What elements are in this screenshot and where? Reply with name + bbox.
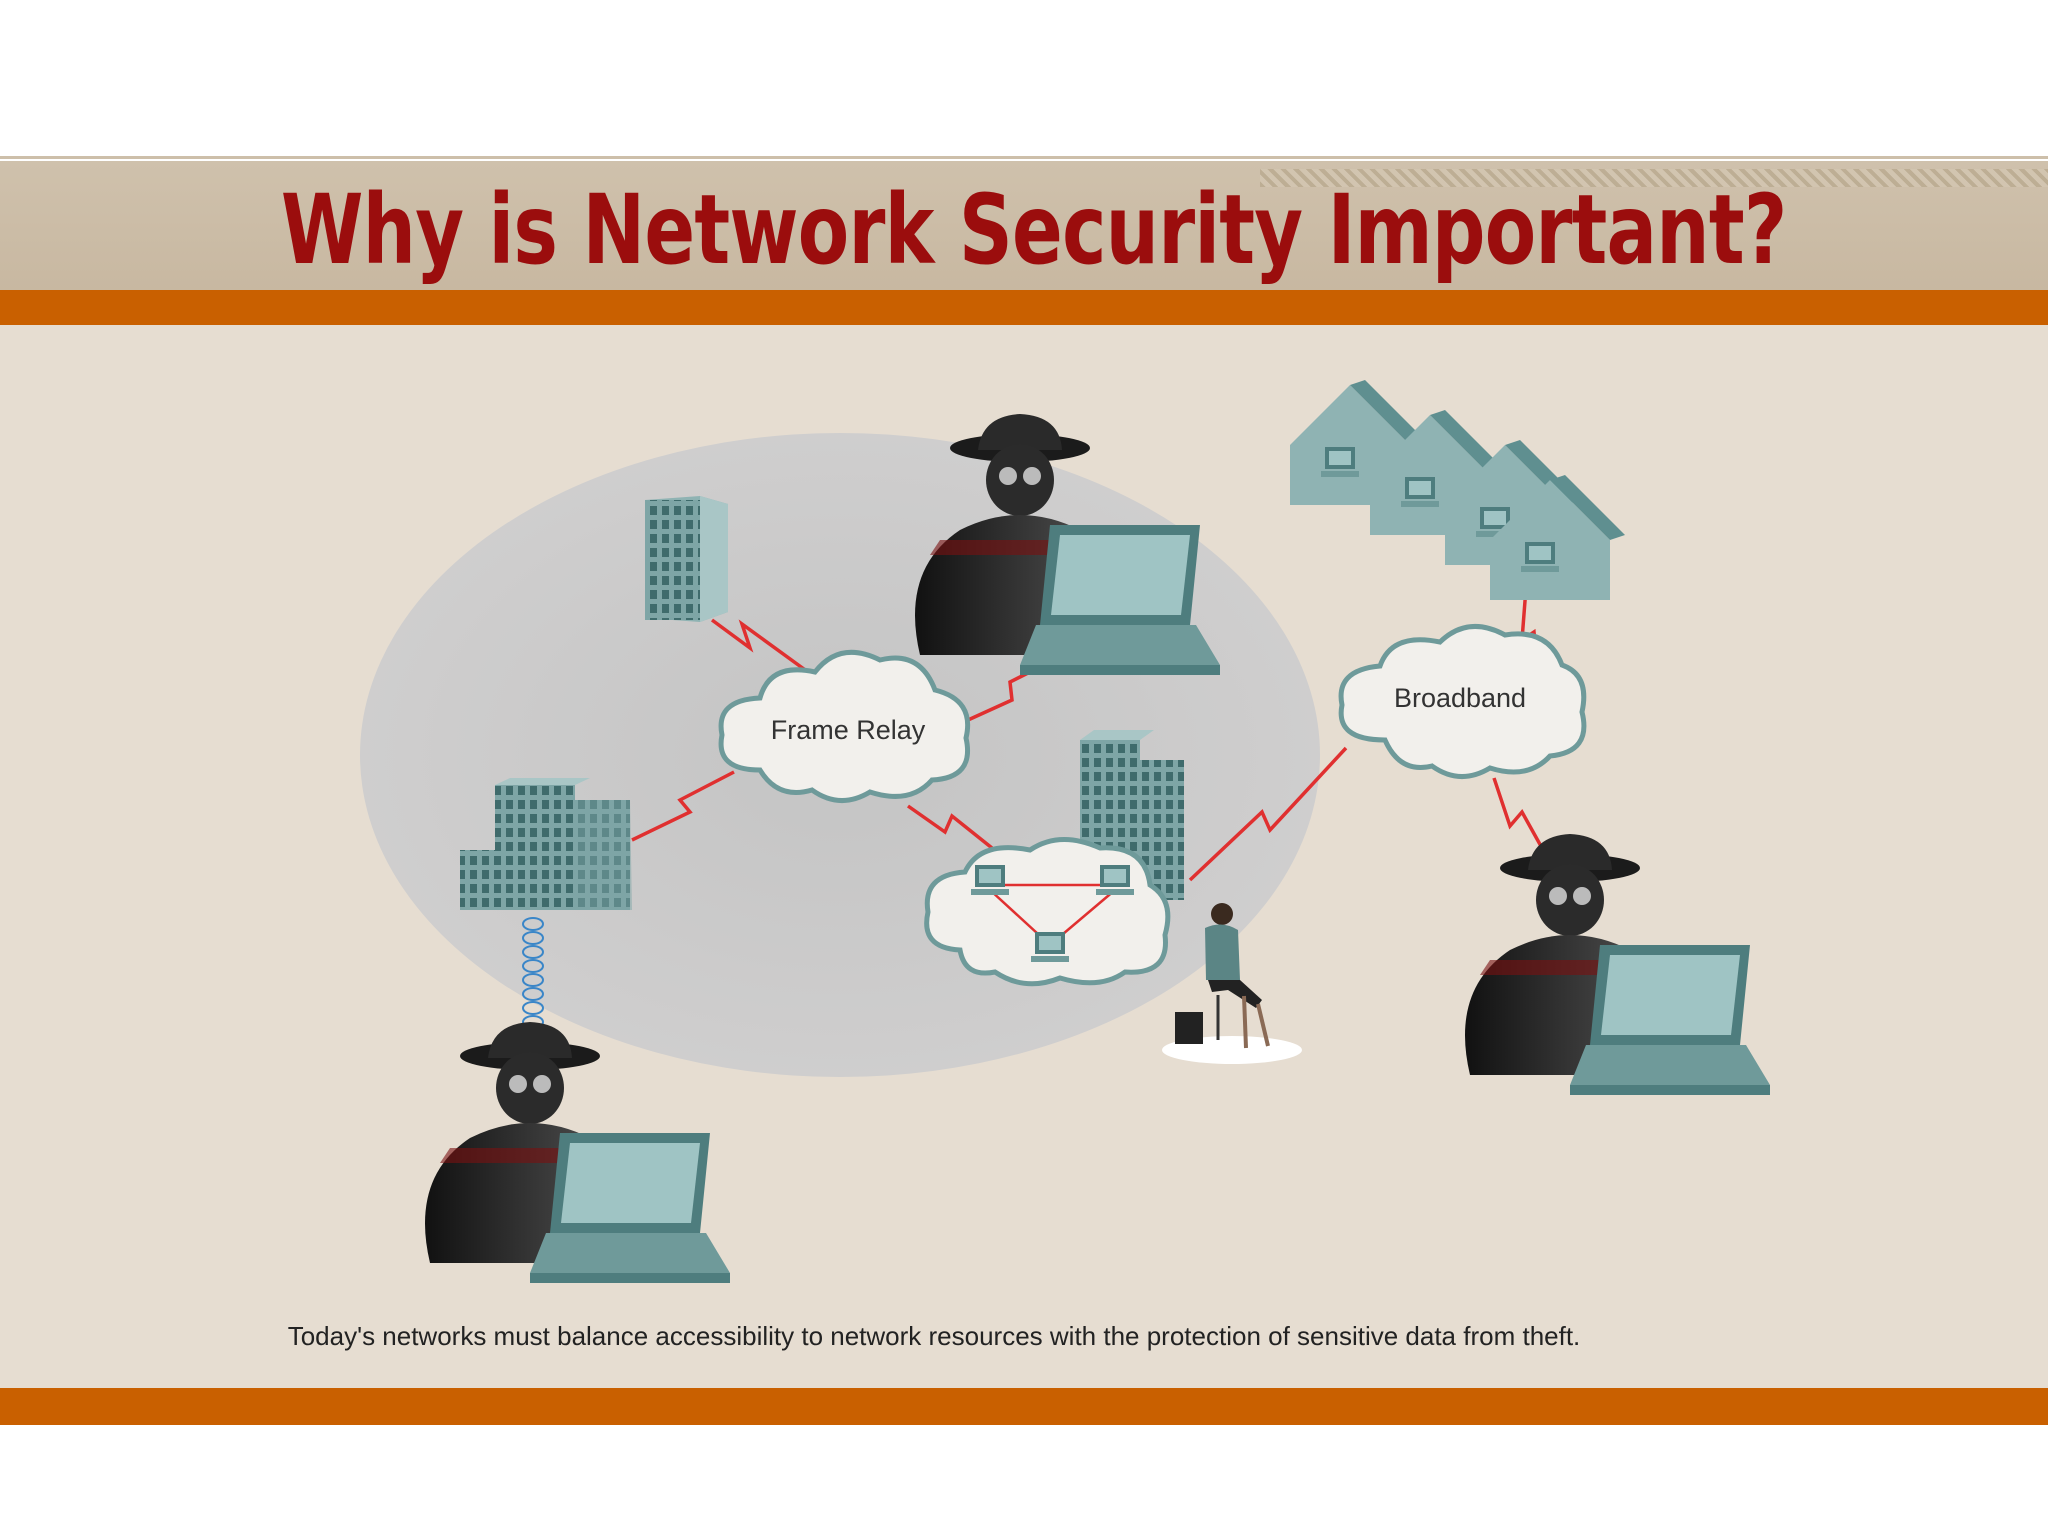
link-building1-framerelay bbox=[710, 618, 810, 674]
decorative-hatch bbox=[1260, 169, 2048, 187]
corporate-campus-icon bbox=[460, 778, 632, 910]
link-framerelay-lan bbox=[906, 804, 994, 850]
home-users-icon bbox=[1290, 380, 1625, 600]
coil-link bbox=[522, 917, 544, 1029]
lan-pc-icon bbox=[1031, 932, 1069, 962]
frame-relay-cloud: Frame Relay bbox=[718, 649, 971, 803]
accent-band-top bbox=[0, 290, 2048, 325]
hacker-icon bbox=[1465, 834, 1770, 1095]
page-title: Why is Network Security Important? bbox=[280, 174, 1787, 286]
hacker-icon bbox=[915, 414, 1220, 675]
link-broadband-hacker bbox=[1492, 777, 1554, 867]
header-top-rule bbox=[0, 156, 2048, 159]
link-building2-framerelay bbox=[631, 770, 735, 842]
mobile-user-icon bbox=[1162, 903, 1302, 1064]
lan-pc-icon bbox=[1096, 865, 1134, 895]
frame-relay-label: Frame Relay bbox=[771, 715, 926, 745]
broadband-cloud: Broadband bbox=[1338, 624, 1587, 779]
office-building-icon bbox=[645, 496, 728, 622]
broadband-label: Broadband bbox=[1394, 683, 1526, 713]
lan-pc-icon bbox=[971, 865, 1009, 895]
hacker-icon bbox=[425, 1022, 730, 1283]
link-hq-broadband bbox=[1188, 746, 1348, 882]
accent-band-bottom bbox=[0, 1388, 2048, 1425]
slide-caption: Today's networks must balance accessibil… bbox=[287, 1321, 1581, 1351]
lan-cloud bbox=[924, 837, 1171, 987]
